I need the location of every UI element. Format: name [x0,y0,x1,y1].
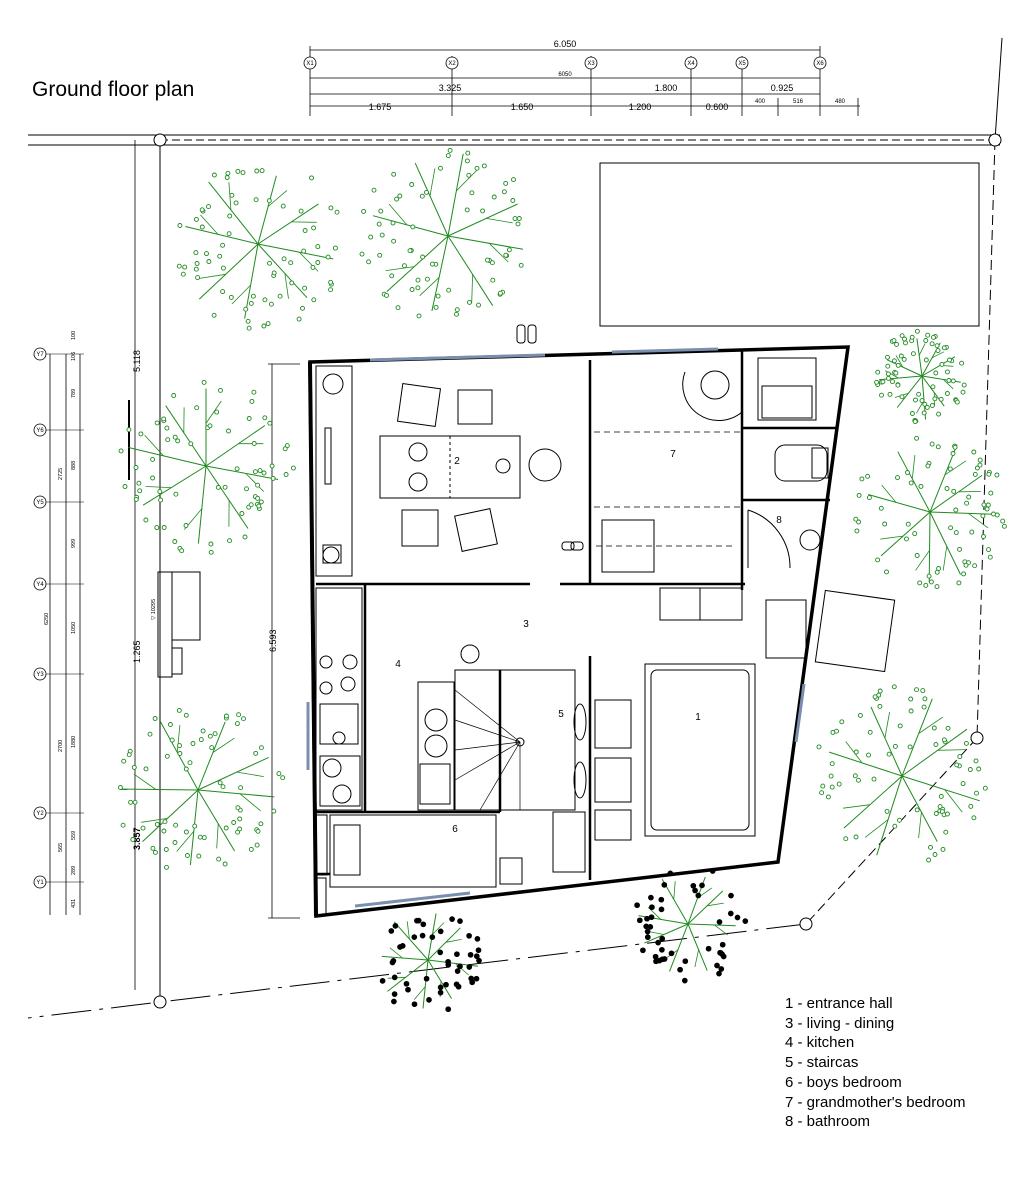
tree-icon [634,868,749,984]
axis-y2: Y2 [36,811,44,817]
dim-row3-d: 0.600 [706,102,729,112]
tree-icon [853,435,1007,590]
left-dimension-lines [49,354,300,919]
legend-item: 4 - kitchen [785,1034,855,1052]
dim-l-9: 2700 [58,740,64,752]
dim-l-6: 999 [71,539,77,548]
dim-l-12: 559 [71,831,77,840]
dim-small-b: 516 [793,99,804,105]
tree-icon [816,684,988,863]
x-axis-bubbles [303,56,827,70]
level-mark: ▽ 10295 [151,599,157,620]
dim-l-2: 106 [71,352,77,361]
legend-item: 5 - staircas [785,1054,859,1072]
room-legend: 1 - entrance hall 3 - living - dining 4 … [785,994,965,1132]
room-2: 2 [454,456,460,467]
axis-y7: Y7 [36,352,44,358]
plan-title: Ground floor plan [32,78,195,101]
tree-icon [118,379,296,555]
dim-small-c: 480 [835,99,846,105]
trees [117,147,1007,1013]
tree-icon [379,913,482,1013]
dim-l-3: 789 [71,389,77,398]
legend-item: 3 - living - dining [785,1014,895,1032]
axis-x2: X2 [448,61,456,67]
site-corner-markers [153,133,1002,1009]
legend-item: 7 - grandmother's bedroom [785,1093,966,1111]
site-boundary [27,37,1003,1019]
dim-left-1: 5.118 [132,350,142,372]
tree-icon [117,707,286,870]
room-4: 4 [395,659,401,670]
axis-y1: Y1 [36,880,44,886]
y-axis-labels: Y7 Y6 Y5 Y4 Y3 Y2 Y1 [36,352,44,886]
dim-left-2: 1.265 [132,640,142,663]
dim-l-1: 100 [71,331,77,340]
room-5: 5 [558,709,564,720]
dim-row3-a: 1.675 [369,102,392,112]
room-labels: 1 2 3 4 5 6 7 8 [395,449,782,835]
dim-building: 6.593 [268,629,278,652]
axis-x5: X5 [738,61,746,67]
axis-x1: X1 [306,61,314,67]
room-1: 1 [695,712,701,723]
left-small-dims: 100 106 789 2725 888 999 6250 1050 2700 … [44,331,77,908]
dim-left-3: 3.857 [132,827,142,850]
top-dimension-texts: 6.050 6050 3.325 1.800 0.925 1.675 1.650… [369,39,846,112]
axis-x3: X3 [587,61,595,67]
tree-icon [176,168,340,331]
furniture [314,324,896,917]
dim-row2-b: 1.800 [655,83,678,93]
room-8: 8 [776,515,782,526]
dim-l-7: 6250 [44,613,50,625]
dim-total: 6.050 [554,39,577,49]
dim-l-14: 431 [71,899,77,908]
axis-y4: Y4 [36,582,44,588]
room-6: 6 [452,824,458,835]
legend-item: 8 - bathroom [785,1113,871,1131]
parking-area [599,162,980,327]
tree-icon [874,328,967,424]
dim-row3-c: 1.200 [629,102,652,112]
y-axis-bubbles [33,347,47,889]
top-dimension-lines [309,46,860,116]
dim-l-5: 888 [71,461,77,470]
axis-y5: Y5 [36,500,44,506]
axis-y3: Y3 [36,672,44,678]
y-axis-ticks [46,353,84,883]
axis-x4: X4 [687,61,695,67]
room-3: 3 [523,619,529,630]
axis-y6: Y6 [36,428,44,434]
dim-l-4: 2725 [58,468,64,480]
legend-item: 6 - boys bedroom [785,1073,902,1091]
dim-overall-small: 6050 [558,72,572,78]
dim-l-11: 565 [58,843,64,852]
legend-item: 1 - entrance hall [785,995,893,1012]
left-main-dims: 5.118 1.265 3.857 6.593 ▽ 10295 [132,350,278,850]
dim-l-13: 289 [71,866,77,875]
axis-x6: X6 [816,61,824,67]
dim-row2-a: 3.325 [439,83,462,93]
building-walls [306,345,851,918]
tree-icon [359,147,524,319]
dim-row3-b: 1.650 [511,102,534,112]
room-7: 7 [670,449,676,460]
dim-l-10: 1880 [71,736,77,748]
x-axis-labels: X1 X2 X3 X4 X5 X6 [306,61,824,67]
dim-small-a: 400 [755,99,766,105]
entrance-bench [157,571,201,678]
dim-l-8: 1050 [71,622,77,634]
dim-row2-c: 0.925 [771,83,794,93]
